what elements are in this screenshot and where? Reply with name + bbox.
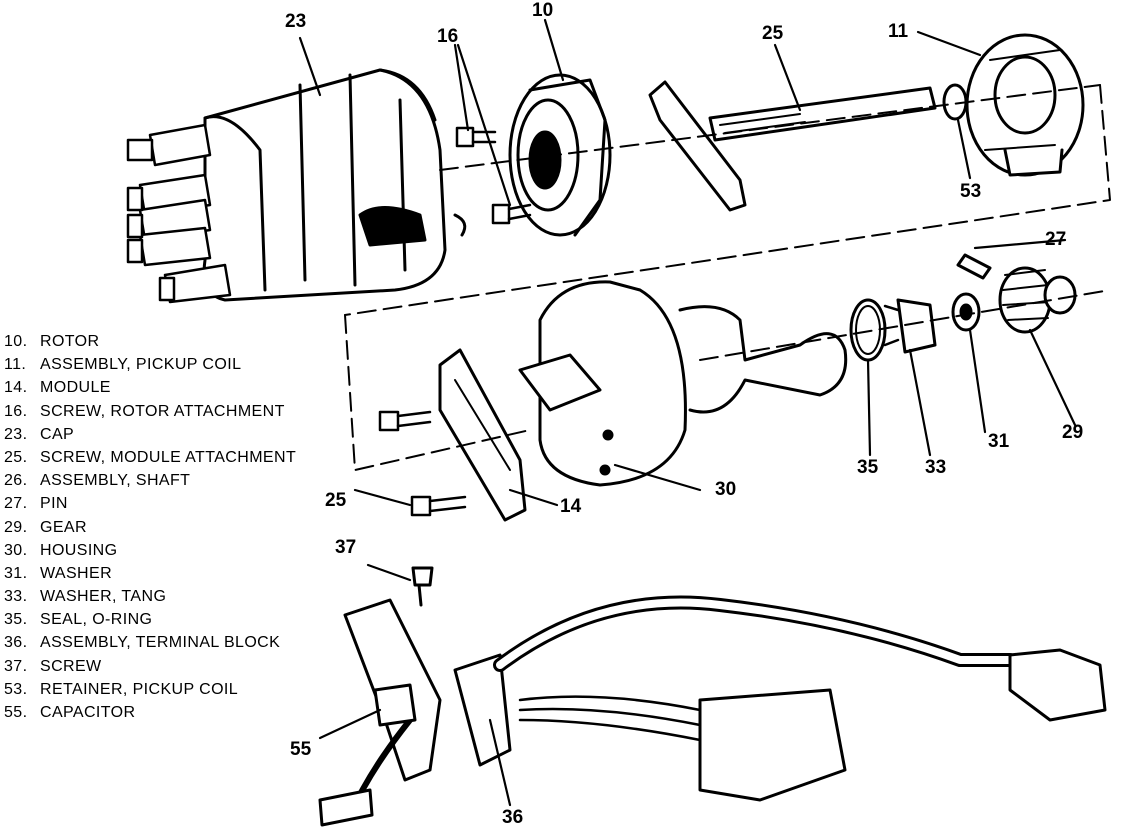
callout-30: 30 [715,479,737,500]
callout-36: 36 [502,807,524,828]
module-screws [378,410,467,517]
module [438,348,527,522]
drive-gear [998,266,1077,334]
pickup-coil [965,33,1085,177]
callout-27: 27 [1045,229,1067,250]
callout-55: 55 [290,739,312,760]
legend-item: 36.ASSEMBLY, TERMINAL BLOCK [4,634,281,652]
legend-item: 31.WASHER [4,564,113,582]
callout-31: 31 [988,431,1010,452]
assembly-centerlines [344,84,1111,471]
legend-item: 11.ASSEMBLY, PICKUP COIL [4,356,242,374]
legend-item: 16.SCREW, ROTOR ATTACHMENT [4,402,285,420]
callout-25-lower: 25 [325,490,347,511]
legend-item: 26.ASSEMBLY, SHAFT [4,472,191,490]
shaft-assembly [648,80,937,212]
legend-item: 27.PIN [4,495,68,513]
terminal-block-harness [318,595,1107,827]
callout-29: 29 [1062,422,1084,443]
distributor-cap [126,68,467,304]
legend-item: 33.WASHER, TANG [4,588,167,606]
legend-item: 25.SCREW, MODULE ATTACHMENT [4,448,297,466]
callout-37: 37 [335,537,357,558]
leader-lines [298,18,1077,807]
callout-16: 16 [437,26,459,47]
callout-33: 33 [925,457,947,478]
callout-25-upper: 25 [762,23,784,44]
callout-53: 53 [960,181,982,202]
rotor-screws [455,126,532,225]
legend-item: 37.SCREW [4,657,102,675]
callout-11: 11 [888,21,909,42]
legend-item: 53.RETAINER, PICKUP COIL [4,680,239,698]
legend-item: 29.GEAR [4,518,87,536]
tang-washer [883,298,937,354]
callout-35: 35 [857,457,879,478]
callout-14: 14 [560,496,582,517]
gear-pin [956,253,992,280]
legend-item: 35.SEAL, O-RING [4,611,153,629]
legend-item: 10.ROTOR [4,333,100,350]
terminal-screw [411,566,434,607]
washer [951,292,981,332]
parts-legend: 10.ROTOR 11.ASSEMBLY, PICKUP COIL 14.MOD… [4,333,296,727]
housing [518,280,848,487]
legend-item: 30.HOUSING [4,541,118,559]
legend-item: 55.CAPACITOR [4,704,136,721]
cap-terminals [126,123,232,304]
legend-item: 23.CAP [4,425,75,443]
callout-23: 23 [285,11,307,32]
callout-10: 10 [532,0,554,21]
legend-item: 14.MODULE [4,379,111,397]
